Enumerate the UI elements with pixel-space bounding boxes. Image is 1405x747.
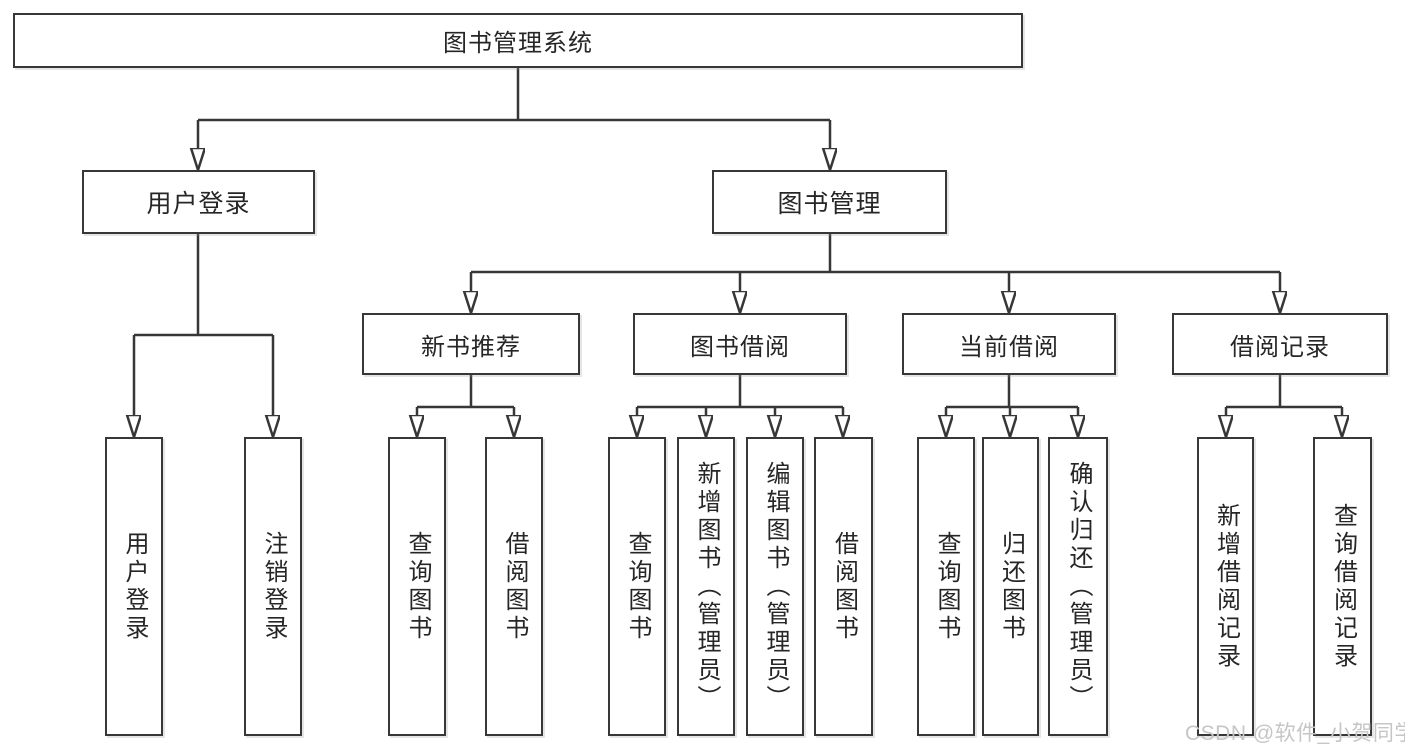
leaf-borrow-book: 借阅图书: [814, 437, 873, 736]
leaf-query-book-current: 查询图书: [917, 437, 975, 736]
leaf-edit-book-admin: 编辑图书（管理员）: [746, 437, 804, 736]
leaf-confirm-return-admin-label: 确认归还（管理员）: [1065, 460, 1092, 713]
leaf-add-book-admin-label: 新增图书（管理员）: [693, 460, 720, 713]
node-user-login: 用户登录: [82, 170, 315, 234]
leaf-query-book-borrow: 查询图书: [608, 437, 666, 736]
leaf-user-login: 用户登录: [105, 437, 163, 736]
leaf-query-book-recommend: 查询图书: [388, 437, 446, 736]
leaf-return-book-label: 归还图书: [997, 530, 1025, 643]
watermark-text: CSDN @软件_小贺同学: [1185, 722, 1405, 745]
leaf-query-book-recommend-label: 查询图书: [404, 530, 431, 643]
leaf-query-borrow-record-label: 查询借阅记录: [1329, 502, 1357, 671]
leaf-borrow-book-recommend: 借阅图书: [485, 437, 543, 736]
leaf-add-borrow-record-label: 新增借阅记录: [1212, 502, 1240, 671]
leaf-query-book-current-label: 查询图书: [933, 530, 960, 643]
node-borrow-records: 借阅记录: [1172, 313, 1388, 375]
leaf-logout-label: 注销登录: [260, 530, 287, 643]
leaf-edit-book-admin-label: 编辑图书（管理员）: [762, 460, 789, 713]
leaf-query-borrow-record: 查询借阅记录: [1313, 437, 1372, 736]
node-book-management: 图书管理: [712, 170, 947, 234]
node-book-borrow: 图书借阅: [633, 313, 847, 375]
leaf-logout: 注销登录: [244, 437, 302, 736]
leaf-add-book-admin: 新增图书（管理员）: [677, 437, 735, 736]
node-current-borrow: 当前借阅: [902, 313, 1116, 375]
node-library-system: 图书管理系统: [13, 13, 1023, 68]
leaf-borrow-book-label: 借阅图书: [830, 530, 858, 643]
leaf-query-book-borrow-label: 查询图书: [624, 530, 651, 643]
leaf-add-borrow-record: 新增借阅记录: [1197, 437, 1254, 736]
leaf-user-login-label: 用户登录: [121, 530, 148, 643]
leaf-confirm-return-admin: 确认归还（管理员）: [1048, 437, 1108, 736]
leaf-return-book: 归还图书: [982, 437, 1039, 736]
leaf-borrow-book-recommend-label: 借阅图书: [501, 530, 528, 643]
node-new-book-recommend: 新书推荐: [362, 313, 580, 375]
